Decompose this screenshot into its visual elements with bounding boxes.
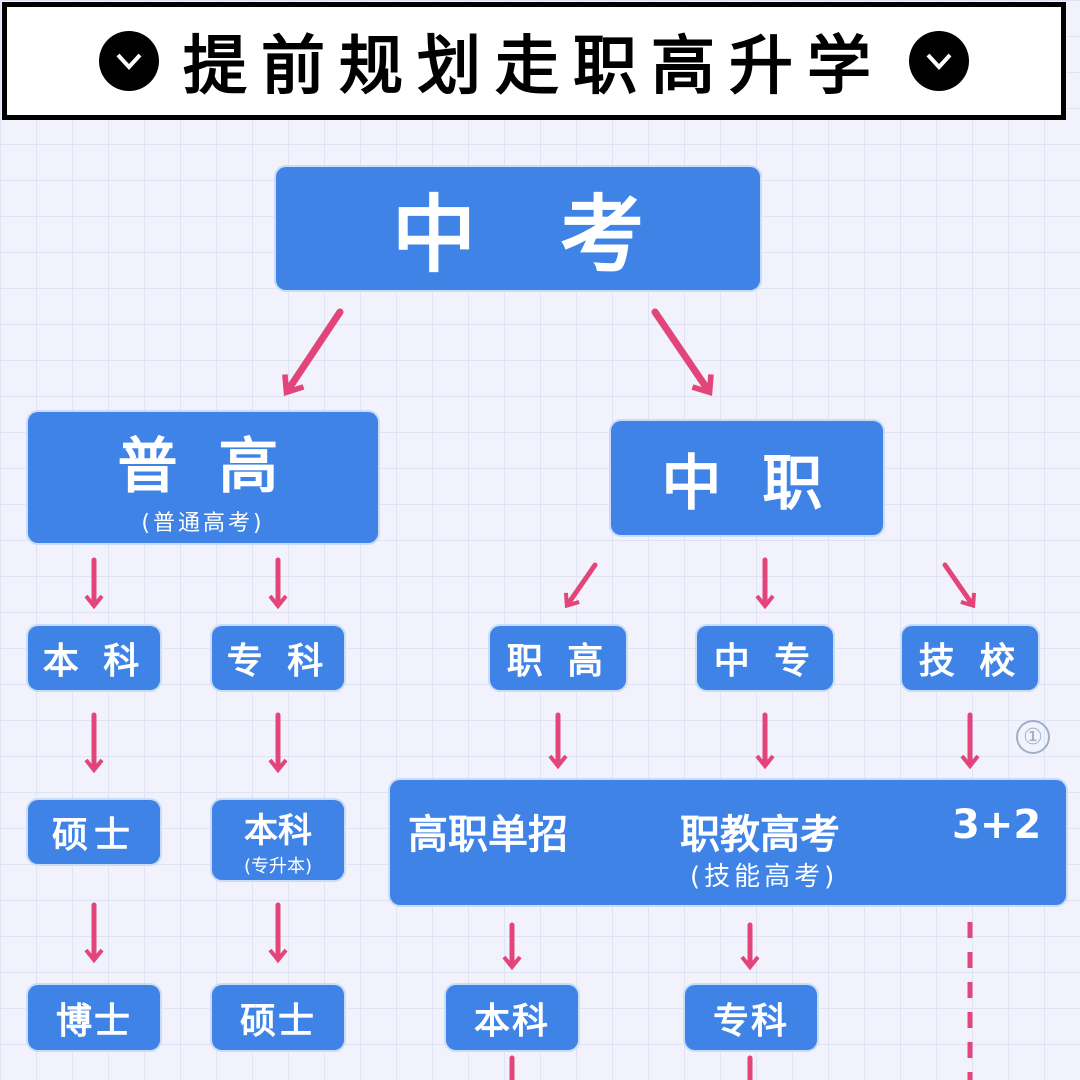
node-label: 中 专 xyxy=(713,641,817,682)
node-label: 本科 xyxy=(244,810,312,851)
node-zhongzhuan: 中 专 xyxy=(697,626,833,690)
exam-zhijiao: 职教高考 xyxy=(680,812,840,858)
node-zhuanke: 专 科 xyxy=(212,626,344,690)
node-zhigao: 职 高 xyxy=(490,626,626,690)
node-label: 普 高 xyxy=(117,432,289,502)
exam-danzhao: 高职单招 xyxy=(408,812,568,858)
node-zhongzhi: 中 职 xyxy=(611,421,883,535)
title-banner: 提前规划走职高升学 xyxy=(2,2,1066,120)
node-pugao: 普 高 (普通高考) xyxy=(28,412,378,543)
page-title: 提前规划走职高升学 xyxy=(183,30,885,104)
node-boshi: 博士 xyxy=(28,985,160,1050)
node-label: 硕士 xyxy=(239,1000,316,1042)
node-benke: 本 科 xyxy=(28,626,160,690)
footnote-marker: ① xyxy=(1016,720,1050,754)
node-zhongkao: 中 考 xyxy=(276,167,760,290)
node-label: 本 科 xyxy=(42,641,146,682)
chevron-down-icon xyxy=(909,31,969,91)
node-sublabel: (专升本) xyxy=(243,855,313,877)
node-zhuanshengben: 本科 (专升本) xyxy=(212,800,344,880)
node-label: 硕士 xyxy=(51,815,136,856)
node-label: 职 高 xyxy=(506,641,610,682)
node-label: 本科 xyxy=(473,1000,550,1042)
node-label: 博士 xyxy=(55,1000,132,1042)
node-zhuanke-2: 专科 xyxy=(685,985,817,1050)
node-label: 中 考 xyxy=(391,186,644,284)
chevron-down-icon xyxy=(99,31,159,91)
node-label: 专科 xyxy=(712,1000,789,1042)
node-label: 中 职 xyxy=(661,448,833,519)
node-label: 专 科 xyxy=(226,641,330,682)
node-exams: 高职单招 职教高考 (技能高考) 3+2 xyxy=(390,780,1066,905)
exam-zhijiao-sub: (技能高考) xyxy=(690,862,839,892)
node-benke-2: 本科 xyxy=(446,985,578,1050)
node-sublabel: (普通高考) xyxy=(141,511,265,536)
node-shuoshi: 硕士 xyxy=(28,800,160,864)
node-jixiao: 技 校 xyxy=(902,626,1038,690)
exam-3plus2: 3+2 xyxy=(952,802,1042,848)
node-shuoshi-2: 硕士 xyxy=(212,985,344,1050)
node-label: 技 校 xyxy=(918,641,1022,682)
